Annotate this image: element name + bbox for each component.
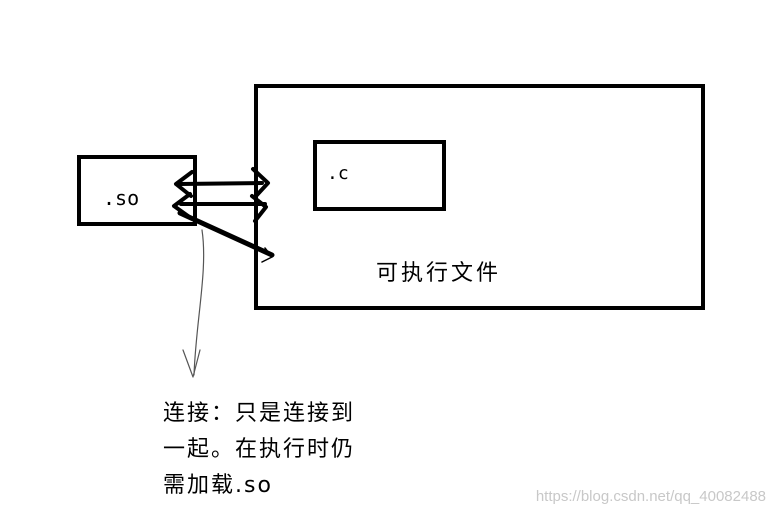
note-line-3: 需加载.so: [163, 473, 273, 498]
c-box-label: .c: [327, 163, 349, 184]
c-source-box: [313, 140, 446, 211]
link-arrow-top: [174, 167, 270, 198]
note-line-2: 一起。在执行时仍: [163, 437, 356, 462]
executable-label: 可执行文件: [376, 261, 502, 286]
load-arrow: [177, 210, 275, 263]
watermark: https://blog.csdn.net/qq_40082488: [535, 488, 766, 505]
note-line-1: 连接：只是连接到: [163, 401, 356, 426]
so-library-box: [77, 155, 197, 226]
note-text: 连接：只是连接到 一起。在执行时仍 需加载.so: [163, 396, 355, 504]
so-box-label: .so: [103, 186, 140, 210]
note-arrow: [182, 229, 205, 378]
